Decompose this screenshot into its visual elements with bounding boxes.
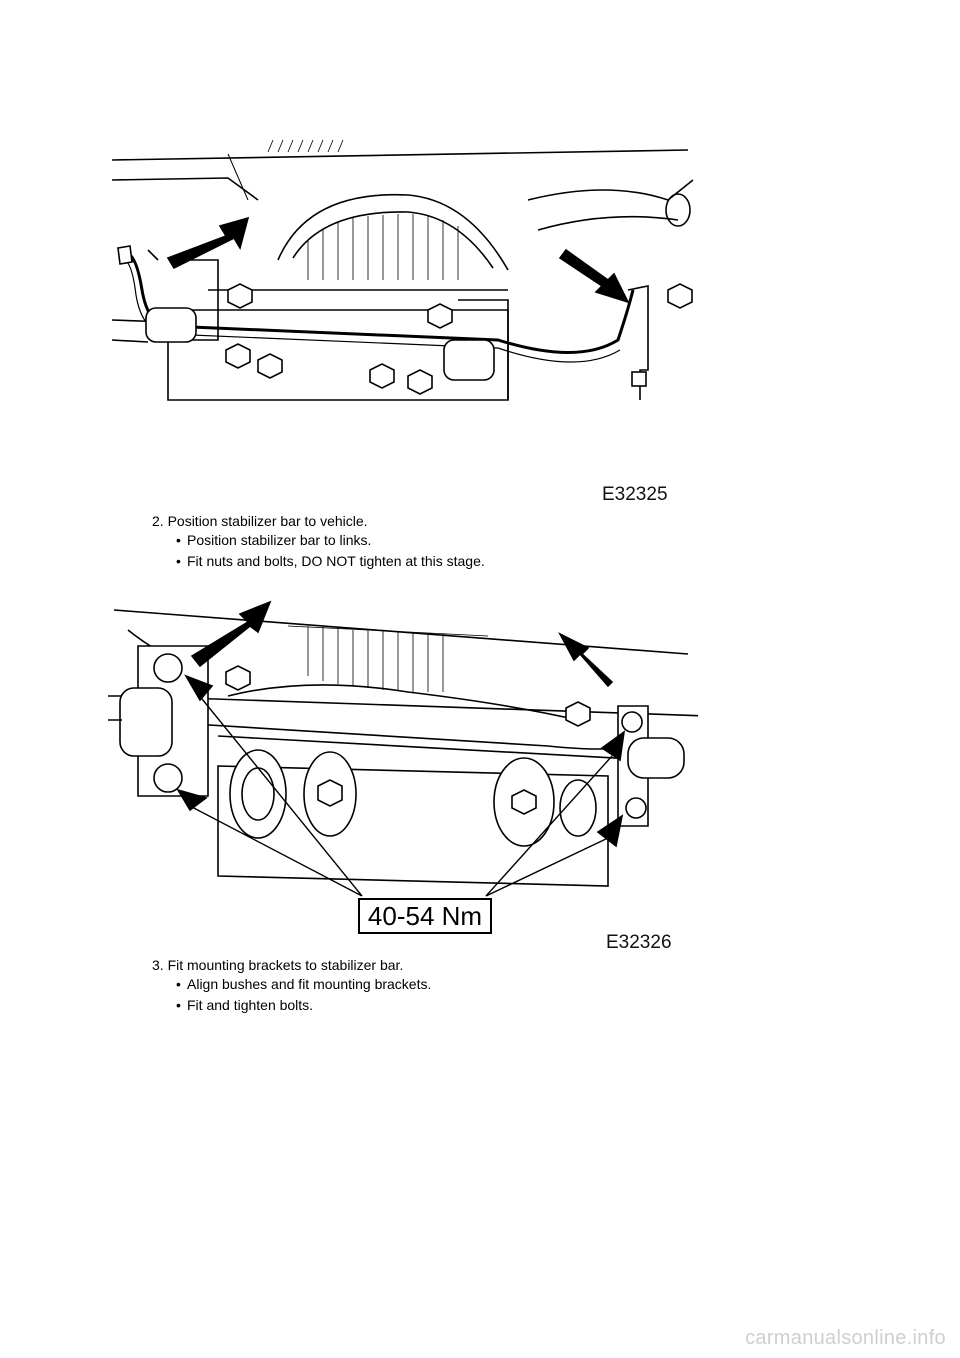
watermark-text: carmanualsonline.info: [745, 1327, 946, 1349]
bullet-item: • Fit nuts and bolts, DO NOT tighten at t…: [176, 551, 485, 572]
bullet-text: Fit nuts and bolts, DO NOT tighten at th…: [187, 553, 485, 569]
bullet-item: • Position stabilizer bar to links.: [176, 530, 485, 551]
figure-2-code: E32326: [606, 932, 672, 953]
step-3-bullets: • Align bushes and fit mounting brackets.…: [176, 974, 431, 1016]
figure-2-illustration: [108, 596, 698, 936]
bullet-glyph: •: [176, 553, 181, 569]
bullet-text: Position stabilizer bar to links.: [187, 532, 372, 548]
figure-1-code: E32325: [602, 484, 668, 505]
bullet-item: • Fit and tighten bolts.: [176, 995, 431, 1016]
step-2-bullets: • Position stabilizer bar to links. • Fit …: [176, 530, 485, 572]
step-2-text: 2. Position stabilizer bar to vehicle.: [152, 513, 368, 529]
bullet-text: Align bushes and fit mounting brackets.: [187, 976, 432, 992]
figure-1-illustration: [108, 140, 698, 430]
bullet-item: • Align bushes and fit mounting brackets.: [176, 974, 431, 995]
torque-spec-label: 40-54 Nm: [358, 898, 492, 934]
bullet-glyph: •: [176, 976, 181, 992]
bullet-glyph: •: [176, 532, 181, 548]
bullet-text: Fit and tighten bolts.: [187, 997, 314, 1013]
bullet-glyph: •: [176, 997, 181, 1013]
step-3-text: 3. Fit mounting brackets to stabilizer b…: [152, 957, 404, 973]
